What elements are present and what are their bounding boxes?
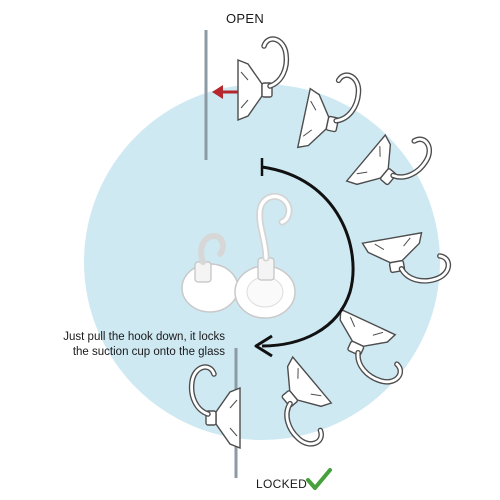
- rotation-arrow-icon: [254, 158, 355, 358]
- instruction-line-1: Just pull the hook down, it locks: [63, 331, 225, 343]
- locked-label: LOCKED: [256, 477, 308, 491]
- open-label: OPEN: [226, 11, 265, 26]
- suction-hook-icon: [181, 192, 296, 319]
- instruction-line-2: the suction cup onto the glass: [72, 346, 225, 358]
- instruction-caption: Just pull the hook down, it locks the su…: [20, 330, 225, 360]
- checkmark-icon: [306, 468, 332, 490]
- left-arrow-icon: [212, 85, 238, 99]
